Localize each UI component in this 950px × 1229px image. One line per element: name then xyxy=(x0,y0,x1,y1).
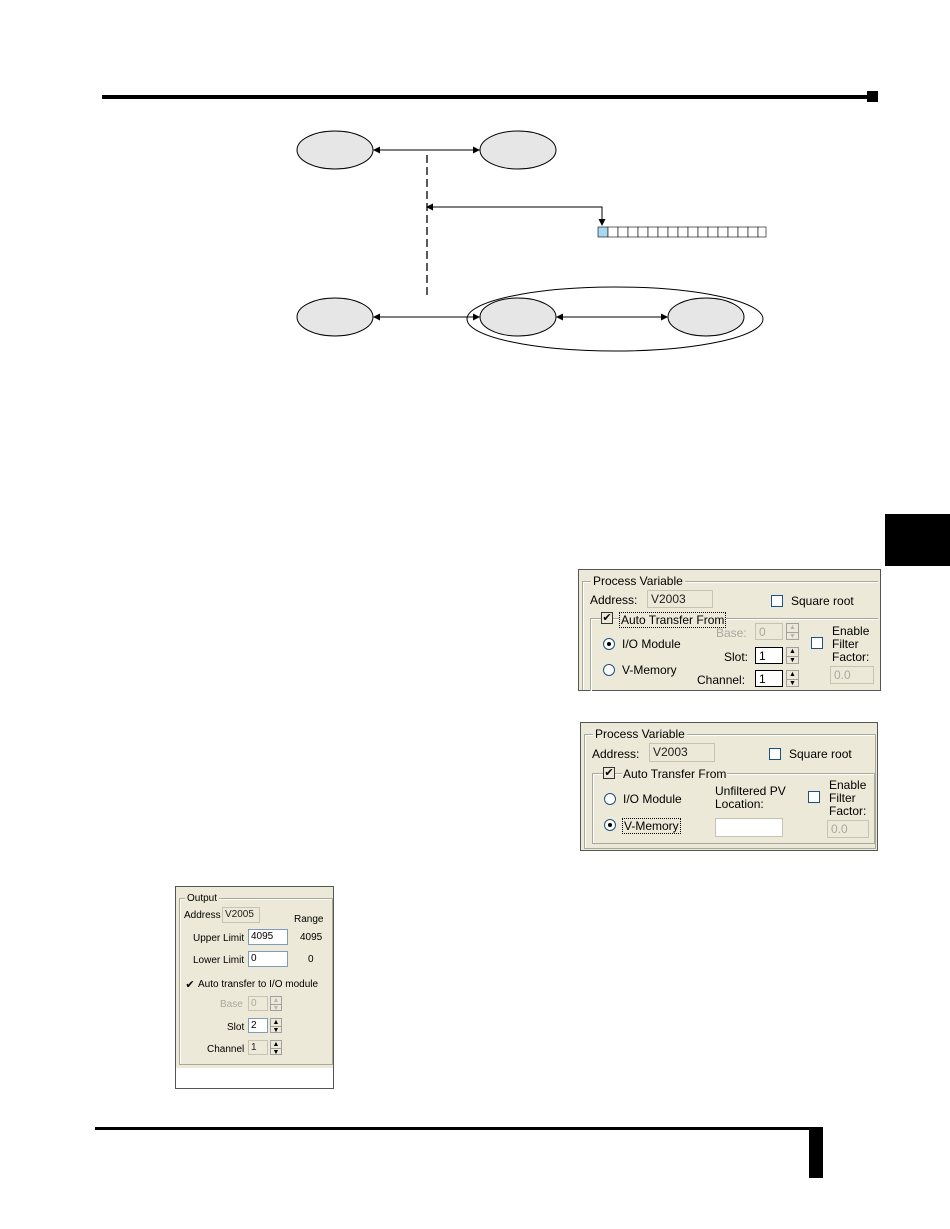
channel-field[interactable]: 1 xyxy=(248,1040,268,1055)
enable-filter-label-line2: Filter xyxy=(829,791,856,805)
range-header: Range xyxy=(294,914,324,925)
unfiltered-pv-label-line2: Location: xyxy=(715,797,764,811)
base-field: 0 xyxy=(755,623,783,640)
factor-field: 0.0 xyxy=(830,666,874,684)
address-field: V2003 xyxy=(649,743,715,762)
footer-rule xyxy=(95,1127,811,1130)
unfiltered-pv-location-field[interactable] xyxy=(715,818,783,837)
lower-limit-field[interactable]: 0 xyxy=(248,951,288,967)
footer-rule-end-bar xyxy=(809,1127,823,1178)
v-memory-radio[interactable] xyxy=(604,819,616,831)
register-bit-highlight xyxy=(597,226,609,238)
io-module-radio[interactable] xyxy=(603,638,615,650)
channel-field[interactable]: 1 xyxy=(755,670,783,687)
factor-field: 0.0 xyxy=(827,820,869,838)
enable-filter-label-line2: Filter xyxy=(832,637,859,651)
diagram-node-top-left xyxy=(296,130,374,170)
auto-transfer-io-label: Auto transfer to I/O module xyxy=(198,979,319,990)
auto-transfer-checkbox[interactable]: ✔ xyxy=(603,767,615,779)
slot-field[interactable]: 1 xyxy=(755,647,783,664)
enable-filter-checkbox[interactable] xyxy=(811,637,823,649)
pv-groupbox xyxy=(582,581,878,690)
diagram-node-bottom-right xyxy=(667,297,745,337)
slot-field[interactable]: 2 xyxy=(248,1018,268,1033)
diagram-bit-register xyxy=(597,226,767,238)
diagram-node-top-right xyxy=(479,130,557,170)
factor-label: Factor: xyxy=(829,804,867,818)
output-panel-bottom-area xyxy=(176,1068,333,1088)
address-field: V2003 xyxy=(647,590,713,608)
auto-transfer-groupbox xyxy=(592,773,875,844)
auto-transfer-label: Auto Transfer From xyxy=(622,767,728,781)
pv-group-title: Process Variable xyxy=(593,727,687,741)
slot-label: Slot xyxy=(227,1022,245,1033)
pv-flow-diagram xyxy=(296,130,767,352)
base-spinner: ▲▼ xyxy=(786,623,799,640)
square-root-label: Square root xyxy=(789,747,852,761)
base-label: Base xyxy=(220,999,243,1010)
v-memory-radio[interactable] xyxy=(603,664,615,676)
diagram-node-bottom-middle xyxy=(479,297,557,337)
io-module-radio[interactable] xyxy=(604,793,616,805)
auto-transfer-io-checkbox[interactable]: ✔ xyxy=(185,979,195,991)
chapter-side-tab xyxy=(885,514,950,566)
diagram-node-bottom-left xyxy=(296,297,374,337)
upper-limit-field[interactable]: 4095 xyxy=(248,929,288,945)
auto-transfer-label: Auto Transfer From xyxy=(619,612,727,628)
address-label: Address xyxy=(184,910,221,921)
output-panel: Output Address V2005 Range Upper Limit 4… xyxy=(175,886,334,1089)
header-rule-end-square xyxy=(867,91,878,102)
output-group-title: Output xyxy=(185,893,220,904)
pv-groupbox xyxy=(584,734,876,849)
address-label: Address: xyxy=(590,593,638,607)
io-module-label: I/O Module xyxy=(622,637,681,651)
channel-label: Channel xyxy=(207,1044,245,1055)
unfiltered-pv-label-line1: Unfiltered PV xyxy=(715,784,786,798)
io-module-label: I/O Module xyxy=(623,792,682,806)
pv-panel-io-module: Process Variable Address: V2003 Square r… xyxy=(578,569,881,691)
base-label: Base: xyxy=(716,626,747,640)
lower-limit-label: Lower Limit xyxy=(193,955,245,966)
upper-limit-label: Upper Limit xyxy=(193,933,245,944)
lower-range-value: 0 xyxy=(308,954,314,965)
channel-spinner[interactable]: ▲▼ xyxy=(786,670,799,687)
v-memory-label: V-Memory xyxy=(622,663,677,677)
factor-label: Factor: xyxy=(832,650,870,664)
enable-filter-label-line1: Enable xyxy=(832,624,870,638)
auto-transfer-checkbox[interactable]: ✔ xyxy=(601,612,613,624)
channel-label: Channel: xyxy=(697,673,746,687)
channel-spinner[interactable]: ▲▼ xyxy=(270,1040,282,1055)
header-rule xyxy=(102,95,870,99)
square-root-label: Square root xyxy=(791,594,854,608)
diagram-arrow-to-register xyxy=(426,203,606,226)
output-groupbox xyxy=(179,898,333,1065)
auto-transfer-groupbox xyxy=(590,618,878,691)
upper-range-value: 4095 xyxy=(300,932,323,943)
enable-filter-checkbox[interactable] xyxy=(808,791,820,803)
enable-filter-label-line1: Enable xyxy=(829,778,867,792)
slot-spinner[interactable]: ▲▼ xyxy=(270,1018,282,1033)
square-root-checkbox[interactable] xyxy=(771,595,783,607)
address-label: Address: xyxy=(592,747,640,761)
slot-spinner[interactable]: ▲▼ xyxy=(786,647,799,664)
pv-group-title: Process Variable xyxy=(591,574,685,588)
v-memory-label: V-Memory xyxy=(622,818,681,834)
slot-label: Slot: xyxy=(724,650,749,664)
address-field: V2005 xyxy=(222,907,260,923)
pv-panel-v-memory: Process Variable Address: V2003 Square r… xyxy=(580,722,878,851)
square-root-checkbox[interactable] xyxy=(769,748,781,760)
base-field: 0 xyxy=(248,996,268,1011)
base-spinner: ▲▼ xyxy=(270,996,282,1011)
